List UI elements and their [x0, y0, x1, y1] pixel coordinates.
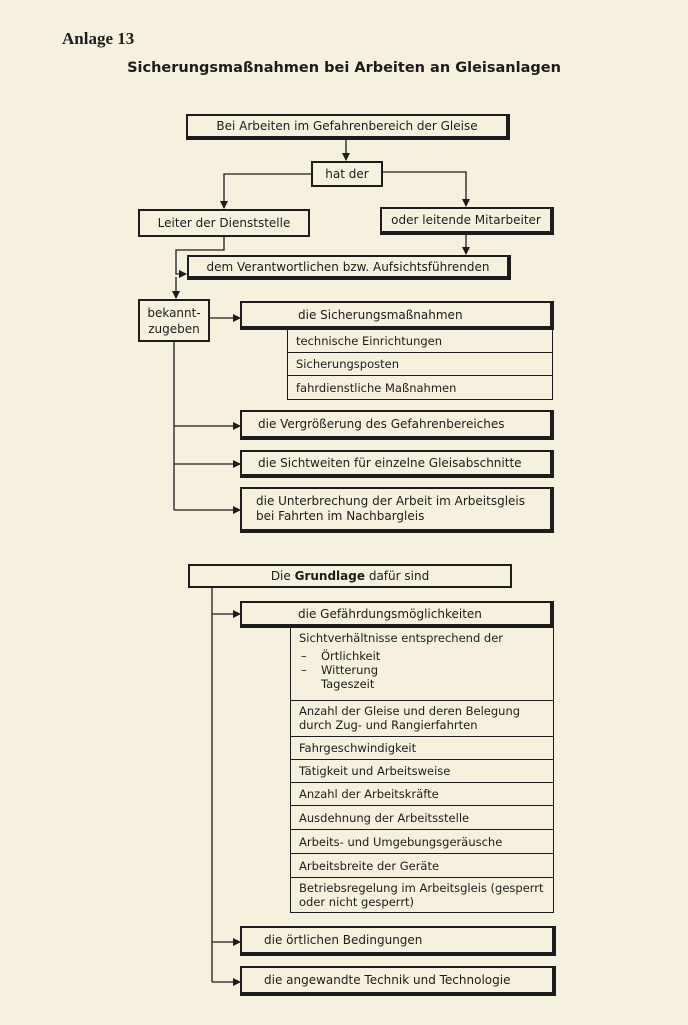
box-vergroesserung: die Vergrößerung des Gefahrenbereiches: [240, 410, 554, 440]
sicht-text: Örtlichkeit: [321, 649, 381, 663]
gefaehrdung-item-label: Anzahl der Gleise und deren Belegung dur…: [299, 704, 521, 732]
box-vergroesserung-label: die Vergrößerung des Gefahrenbereiches: [258, 417, 505, 431]
grundlage-bold: Grundlage: [294, 569, 365, 583]
box-leiter: Leiter der Dienststelle: [138, 209, 310, 237]
box-gefaehrdung: die Gefährdungsmöglichkeiten: [240, 601, 554, 628]
box-sicherungsmassnahmen: die Sicherungsmaßnahmen: [240, 301, 554, 330]
gefaehrdung-item-label: Anzahl der Arbeitskräfte: [299, 787, 439, 801]
box-verantwortlich-label: dem Verantwortlichen bzw. Aufsichtsführe…: [206, 259, 490, 274]
box-bekanntzugeben: bekannt-zugeben: [138, 299, 210, 342]
gefaehrdung-item: Anzahl der Arbeitskräfte: [290, 782, 554, 806]
gefaehrdung-item-label: Tätigkeit und Arbeitsweise: [299, 764, 451, 778]
sicherung-item: Sicherungsposten: [287, 352, 553, 376]
gefaehrdung-item-label: Fahrgeschwindigkeit: [299, 741, 417, 755]
box-oertlich: die örtlichen Bedingungen: [240, 926, 556, 956]
sicht-heading: Sichtverhältnisse entsprechend der: [299, 631, 504, 645]
sicherung-item-label: technische Einrichtungen: [296, 334, 443, 348]
box-gefaehrdung-label: die Gefährdungsmöglichkeiten: [298, 606, 482, 621]
box-oertlich-label: die örtlichen Bedingungen: [264, 933, 423, 947]
box-bekanntzugeben-label: bekannt-zugeben: [147, 305, 201, 336]
appendix-label: Anlage 13: [62, 29, 135, 48]
box-hat-der-label: hat der: [325, 167, 369, 181]
box-sicherungsmassnahmen-label: die Sicherungsmaßnahmen: [298, 307, 463, 322]
gefaehrdung-item: Tätigkeit und Arbeitsweise: [290, 759, 554, 783]
gefaehrdung-item: Fahrgeschwindigkeit: [290, 736, 554, 760]
sicht-list: –Örtlichkeit –Witterung Tageszeit: [299, 649, 545, 691]
gefaehrdung-item: Anzahl der Gleise und deren Belegung dur…: [290, 700, 554, 737]
box-technik-label: die angewandte Technik und Technologie: [264, 973, 511, 987]
gefaehrdung-item-label: Arbeitsbreite der Geräte: [299, 858, 440, 873]
box-verantwortlich: dem Verantwortlichen bzw. Aufsichtsführe…: [187, 255, 511, 280]
sicht-list-item: Tageszeit: [299, 677, 545, 691]
box-unterbrechung: die Unterbrechung der Arbeit im Arbeitsg…: [240, 487, 554, 533]
gefaehrdung-item: Betriebsregelung im Arbeitsgleis (gesper…: [290, 877, 554, 913]
gefaehrdung-item: Arbeits- und Umgebungsgeräusche: [290, 829, 554, 854]
box-start: Bei Arbeiten im Gefahrenbereich der Glei…: [186, 114, 510, 140]
box-sichtweiten: die Sichtweiten für einzelne Gleisabschn…: [240, 450, 554, 478]
box-hat-der: hat der: [311, 161, 383, 187]
grundlage-prefix: Die: [270, 569, 291, 583]
sicherung-item: fahrdienstliche Maßnahmen: [287, 375, 553, 400]
box-grundlage: Die Grundlage dafür sind: [188, 564, 512, 588]
sicht-list-item: –Örtlichkeit: [299, 649, 545, 663]
sicherung-item-label: fahrdienstliche Maßnahmen: [296, 380, 457, 395]
sicht-item: Sichtverhältnisse entsprechend der –Örtl…: [290, 627, 554, 701]
gefaehrdung-item-label: Arbeits- und Umgebungsgeräusche: [299, 834, 503, 849]
box-technik: die angewandte Technik und Technologie: [240, 966, 556, 996]
box-sichtweiten-label: die Sichtweiten für einzelne Gleisabschn…: [258, 456, 522, 470]
box-mitarbeiter: oder leitende Mitarbeiter: [380, 207, 554, 235]
box-start-label: Bei Arbeiten im Gefahrenbereich der Glei…: [216, 119, 478, 133]
gefaehrdung-item: Ausdehnung der Arbeitsstelle: [290, 805, 554, 830]
sicht-list-item: –Witterung: [299, 663, 545, 677]
gefaehrdung-item-label: Betriebsregelung im Arbeitsgleis (gesper…: [299, 881, 544, 909]
box-leiter-label: Leiter der Dienststelle: [157, 216, 291, 230]
sicherung-item-label: Sicherungsposten: [296, 357, 399, 371]
sicht-text: Tageszeit: [321, 677, 375, 691]
box-unterbrechung-label: die Unterbrechung der Arbeit im Arbeitsg…: [256, 494, 526, 523]
sicherung-item: technische Einrichtungen: [287, 329, 553, 353]
page-title: Sicherungsmaßnahmen bei Arbeiten an Glei…: [127, 60, 561, 76]
gefaehrdung-item: Arbeitsbreite der Geräte: [290, 853, 554, 878]
sicht-dash: –: [301, 663, 307, 677]
grundlage-suffix: dafür sind: [368, 569, 430, 583]
box-mitarbeiter-label: oder leitende Mitarbeiter: [391, 213, 541, 227]
gefaehrdung-item-label: Ausdehnung der Arbeitsstelle: [299, 810, 470, 825]
sicht-dash: –: [301, 649, 307, 663]
sicht-text: Witterung: [321, 663, 379, 677]
